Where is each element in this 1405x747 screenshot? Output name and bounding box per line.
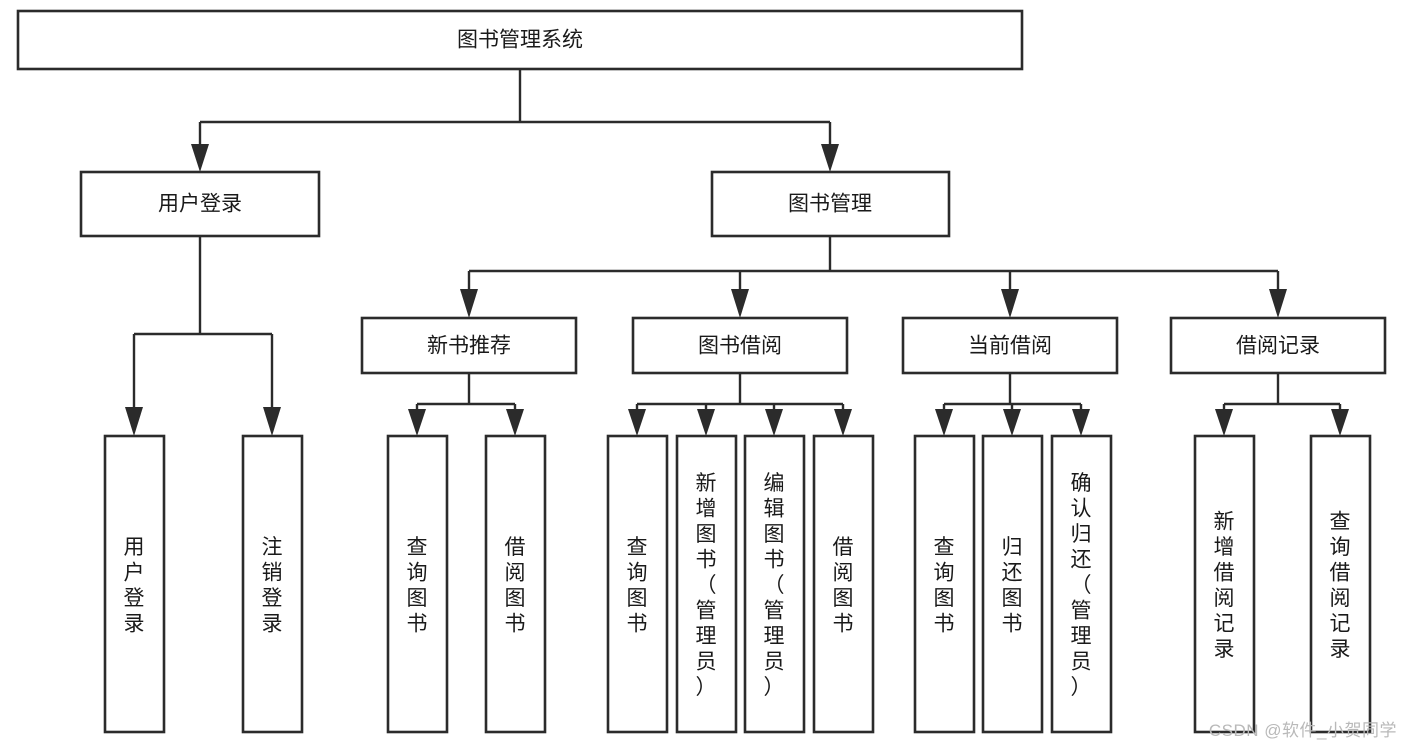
leaf-box[interactable]	[743, 434, 806, 734]
leaf-current-borrow-3[interactable]: 确认归还（管理员）	[1050, 434, 1113, 734]
leaf-box[interactable]	[675, 434, 738, 734]
arrow-current-borrow-leaf-2	[1003, 409, 1021, 436]
node-borrow-record[interactable]: 借阅记录	[1169, 316, 1387, 375]
leaf-label: 查询图书	[407, 536, 428, 636]
leaf-label: 新增图书（管理员）	[696, 472, 717, 699]
arrow-current-borrow-leaf-3	[1072, 409, 1090, 436]
edges-layer	[125, 69, 1349, 436]
book-management-label: 图书管理	[788, 193, 872, 216]
leaf-book-borrow-2[interactable]: 新增图书（管理员）	[675, 434, 738, 734]
leaf-label: 查询借阅记录	[1330, 510, 1351, 661]
user-login-box[interactable]	[79, 170, 321, 238]
arrow-book-borrow-leaf-3	[765, 409, 783, 436]
arrow-new-book-leaf-1	[408, 409, 426, 436]
leaf-borrow-record-2[interactable]: 查询借阅记录	[1309, 434, 1372, 734]
user-login-label: 用户登录	[158, 193, 242, 216]
leaf-new-book-2[interactable]: 借阅图书	[484, 434, 547, 734]
leaf-label: 编辑图书（管理员）	[764, 472, 785, 699]
leaf-box[interactable]	[1309, 434, 1372, 734]
leaf-book-borrow-1[interactable]: 查询图书	[606, 434, 669, 734]
leaf-label: 新增借阅记录	[1214, 510, 1235, 661]
node-root[interactable]: 图书管理系统	[16, 9, 1024, 71]
arrow-user-login-leaf-1	[125, 407, 143, 436]
arrow-book-borrow-leaf-1	[628, 409, 646, 436]
leaf-box[interactable]	[386, 434, 449, 734]
arrow-borrow-record-leaf-1	[1215, 409, 1233, 436]
leaf-box[interactable]	[241, 434, 304, 734]
leaf-box[interactable]	[606, 434, 669, 734]
leaf-box[interactable]	[1050, 434, 1113, 734]
node-book-borrow[interactable]: 图书借阅	[631, 316, 849, 375]
arrow-borrow-record-leaf-2	[1331, 409, 1349, 436]
arrow-book-borrow-leaf-4	[834, 409, 852, 436]
leaf-new-book-1[interactable]: 查询图书	[386, 434, 449, 734]
leaf-label: 确认归还（管理员）	[1071, 472, 1092, 699]
leaf-label: 用户登录	[124, 536, 145, 636]
book-borrow-label: 图书借阅	[698, 335, 782, 358]
leaf-current-borrow-1[interactable]: 查询图书	[913, 434, 976, 734]
leaf-label: 注销登录	[262, 536, 283, 636]
book-management-box[interactable]	[710, 170, 951, 238]
arrow-user-login-leaf-2	[263, 407, 281, 436]
book-borrow-box[interactable]	[631, 316, 849, 375]
leaf-label: 查询图书	[627, 536, 648, 636]
arrow-root-to-book-mgmt	[821, 144, 839, 172]
node-current-borrow[interactable]: 当前借阅	[901, 316, 1119, 375]
leaf-box[interactable]	[103, 434, 166, 734]
current-borrow-label: 当前借阅	[968, 335, 1052, 358]
leaf-box[interactable]	[484, 434, 547, 734]
leaf-user-login-1[interactable]: 用户登录	[103, 434, 166, 734]
leaf-label: 借阅图书	[505, 536, 526, 636]
leaf-user-login-2[interactable]: 注销登录	[241, 434, 304, 734]
leaf-book-borrow-3[interactable]: 编辑图书（管理员）	[743, 434, 806, 734]
arrow-root-to-user-login	[191, 144, 209, 172]
arrow-book-borrow-leaf-2	[697, 409, 715, 436]
new-book-recommend-box[interactable]	[360, 316, 578, 375]
arrow-current-borrow-leaf-1	[935, 409, 953, 436]
leaf-box[interactable]	[812, 434, 875, 734]
current-borrow-box[interactable]	[901, 316, 1119, 375]
arrow-to-current-borrow	[1001, 289, 1019, 318]
leaf-label: 归还图书	[1002, 536, 1023, 636]
node-user-login[interactable]: 用户登录	[79, 170, 321, 238]
node-book-management[interactable]: 图书管理	[710, 170, 951, 238]
leaf-label: 借阅图书	[833, 536, 854, 636]
leaf-current-borrow-2[interactable]: 归还图书	[981, 434, 1044, 734]
leaf-book-borrow-4[interactable]: 借阅图书	[812, 434, 875, 734]
borrow-record-box[interactable]	[1169, 316, 1387, 375]
arrow-to-book-borrow	[731, 289, 749, 318]
leaf-box[interactable]	[981, 434, 1044, 734]
root-label: 图书管理系统	[457, 29, 583, 52]
leaf-box[interactable]	[913, 434, 976, 734]
leaf-label: 查询图书	[934, 536, 955, 636]
leaf-box[interactable]	[1193, 434, 1256, 734]
leaf-borrow-record-1[interactable]: 新增借阅记录	[1193, 434, 1256, 734]
root-box[interactable]	[16, 9, 1024, 71]
borrow-record-label: 借阅记录	[1236, 335, 1320, 358]
arrow-new-book-leaf-2	[506, 409, 524, 436]
node-new-book-recommend[interactable]: 新书推荐	[360, 316, 578, 375]
new-book-recommend-label: 新书推荐	[427, 335, 511, 358]
arrow-to-new-book	[460, 289, 478, 318]
arrow-to-borrow-record	[1269, 289, 1287, 318]
